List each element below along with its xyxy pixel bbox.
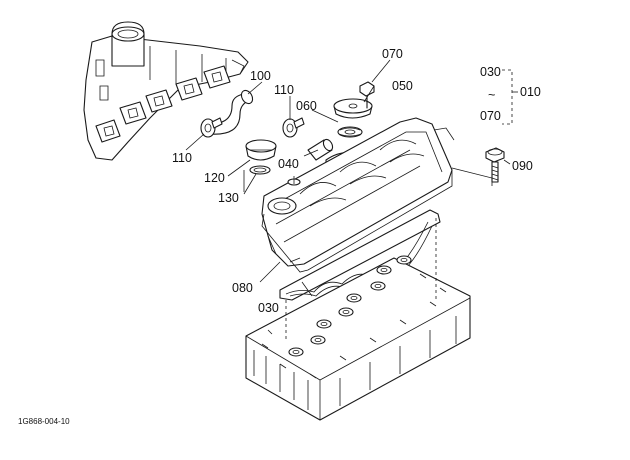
callout-tilde: ~ (488, 88, 495, 102)
breather-cover (333, 98, 373, 119)
callout-030: 030 (258, 301, 279, 315)
callout-050: 050 (392, 79, 413, 93)
manifold (83, 21, 249, 161)
callout-060: 060 (296, 99, 317, 113)
head-cover (261, 117, 455, 273)
callout-labels: 100 110 110 120 130 040 060 070 050 080 … (172, 47, 541, 315)
callout-090: 090 (512, 159, 533, 173)
callout-100: 100 (250, 69, 271, 83)
callout-040: 040 (278, 157, 299, 171)
hose-clamp-left (200, 117, 223, 138)
group-bracket (502, 69, 518, 125)
callout-070: 070 (382, 47, 403, 61)
breather-spring (337, 126, 363, 138)
o-ring (249, 165, 271, 175)
head-cover-bolt (485, 147, 505, 183)
callout-110-left: 110 (172, 151, 192, 165)
callout-110-right: 110 (274, 83, 294, 97)
callout-130: 130 (218, 191, 239, 205)
hose-clamp-right (282, 117, 305, 138)
callout-030-group: 030 (480, 65, 501, 79)
callout-080: 080 (232, 281, 253, 295)
breather-bolt (359, 81, 375, 109)
callout-010: 010 (520, 85, 541, 99)
callout-070-group: 070 (480, 109, 501, 123)
figure-code: 1G868-004-10 (18, 417, 70, 426)
oil-filler-cap (245, 139, 277, 161)
breather-pipe (307, 138, 334, 161)
callout-120: 120 (204, 171, 225, 185)
cylinder-head (245, 218, 471, 421)
leader-lines (185, 59, 511, 297)
